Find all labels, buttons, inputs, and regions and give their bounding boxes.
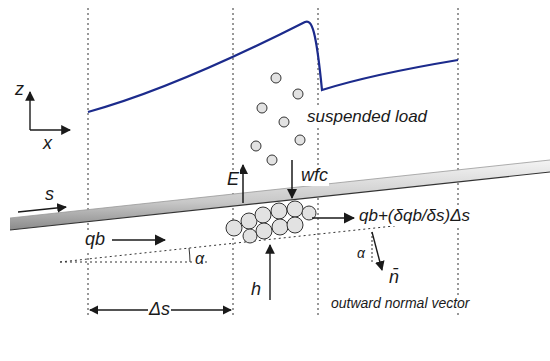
figure-label: α	[194, 250, 205, 268]
figure-label: qb+(δqb/δs)Δs	[358, 207, 471, 226]
normal-guide	[372, 232, 373, 262]
s-arrow	[18, 207, 66, 212]
figure-label: x	[42, 134, 53, 154]
figure-label: Δs	[148, 300, 171, 320]
figure-label: α	[356, 246, 366, 261]
figure-label: qb	[84, 230, 106, 250]
figure-label: E	[226, 170, 240, 190]
normal-arrow	[372, 232, 382, 270]
water-surface	[88, 22, 458, 112]
figure-label: outward normal vector	[330, 296, 471, 311]
angle-arc	[189, 248, 190, 262]
figure-label: z	[14, 80, 25, 100]
height-arrow	[269, 245, 270, 300]
figure-label: h	[250, 280, 262, 300]
axes	[30, 92, 70, 130]
deposition-arrow	[291, 160, 293, 198]
suspended-particles	[251, 73, 305, 165]
flux-arrow	[112, 239, 165, 241]
figure-label: wfc	[300, 166, 329, 186]
figure-label: suspended load	[306, 108, 428, 127]
bed-grains	[226, 201, 316, 243]
flux-arrow	[312, 217, 354, 219]
dotted-guides	[88, 8, 458, 318]
entrainment-arrow	[242, 165, 244, 203]
figure-label: s	[44, 185, 55, 205]
figure-label: n̄	[388, 268, 400, 288]
